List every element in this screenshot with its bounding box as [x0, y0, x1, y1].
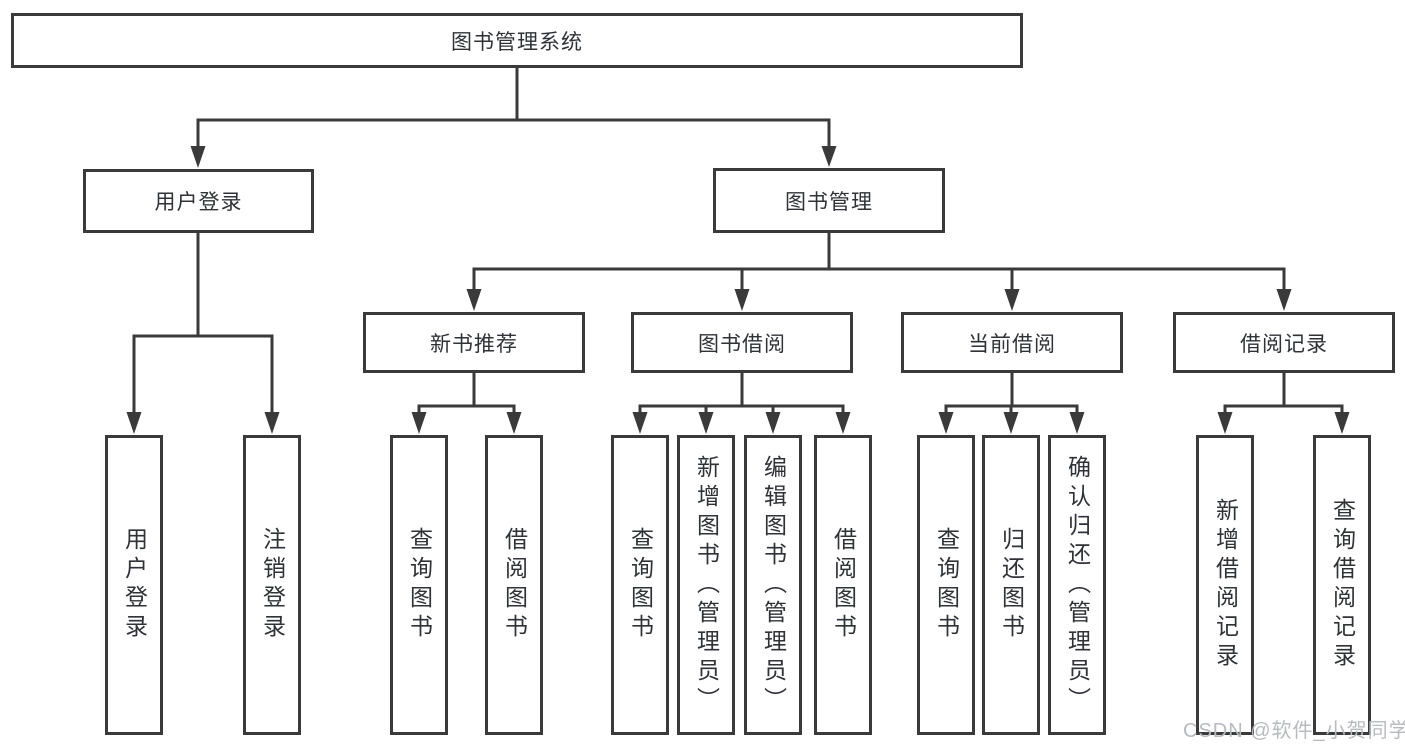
node-new-book-recommendation: 新书推荐 — [363, 312, 585, 373]
connector-records-bus — [1223, 404, 1344, 424]
arrow-down-icon — [126, 412, 142, 434]
node-label: 新书推荐 — [430, 332, 518, 356]
node-label: 查询借阅记录 — [1329, 498, 1356, 672]
watermark-text: CSDN @软件_小贺同学 — [1183, 720, 1405, 742]
node-label: 图书借阅 — [698, 332, 786, 356]
arrow-down-icon — [734, 289, 750, 311]
node-label: 借阅记录 — [1240, 332, 1328, 356]
arrow-down-icon — [835, 412, 851, 434]
connector-login-bus — [132, 334, 274, 424]
node-query-books-borrowing: 查询图书 — [611, 435, 669, 735]
arrow-down-icon — [1069, 412, 1085, 434]
node-return-books: 归还图书 — [982, 435, 1040, 735]
node-query-books-newrec: 查询图书 — [390, 435, 448, 735]
arrow-down-icon — [765, 412, 781, 434]
connector-mgmt-bus — [472, 267, 1286, 300]
node-book-management: 图书管理 — [713, 168, 945, 233]
arrow-down-icon — [411, 412, 427, 434]
connector-borrow-bus — [638, 404, 845, 424]
node-library-management-system: 图书管理系统 — [11, 13, 1023, 68]
node-confirm-return-admin: 确认归还（管理员） — [1048, 435, 1106, 735]
arrow-down-icon — [1217, 412, 1233, 434]
node-label: 确认归还（管理员） — [1064, 454, 1091, 716]
node-label: 图书管理系统 — [451, 30, 583, 54]
node-add-borrow-record: 新增借阅记录 — [1196, 435, 1254, 735]
node-label: 查询图书 — [627, 527, 654, 643]
arrow-down-icon — [190, 146, 206, 168]
node-borrowing-records: 借阅记录 — [1173, 312, 1395, 373]
node-book-borrowing: 图书借阅 — [631, 312, 853, 373]
node-add-books-admin: 新增图书（管理员） — [677, 435, 735, 735]
arrow-down-icon — [1003, 412, 1019, 434]
node-query-books-current: 查询图书 — [917, 435, 975, 735]
node-label: 借阅图书 — [501, 527, 528, 643]
arrow-down-icon — [1004, 289, 1020, 311]
arrow-down-icon — [466, 289, 482, 311]
connector-current-bus — [944, 404, 1079, 424]
arrow-down-icon — [632, 412, 648, 434]
arrow-down-icon — [698, 412, 714, 434]
arrow-down-icon — [1334, 412, 1350, 434]
node-borrow-books-newrec: 借阅图书 — [485, 435, 543, 735]
node-label: 新增图书（管理员） — [693, 454, 720, 716]
node-user-login-leaf: 用户登录 — [105, 435, 163, 735]
node-label: 归还图书 — [998, 527, 1025, 643]
node-borrow-books-borrowing: 借阅图书 — [814, 435, 872, 735]
node-logout-login: 注销登录 — [243, 435, 301, 735]
arrow-down-icon — [1276, 289, 1292, 311]
node-query-borrow-record: 查询借阅记录 — [1313, 435, 1371, 735]
node-label: 用户登录 — [154, 191, 243, 214]
connector-newrec-bus — [417, 404, 516, 424]
arrow-down-icon — [938, 412, 954, 434]
node-edit-books-admin: 编辑图书（管理员） — [744, 435, 802, 735]
node-label: 查询图书 — [406, 527, 433, 643]
node-label: 编辑图书（管理员） — [760, 454, 787, 716]
node-label: 用户登录 — [121, 527, 148, 643]
arrow-down-icon — [821, 146, 837, 167]
node-current-borrowing: 当前借阅 — [901, 312, 1123, 373]
node-label: 注销登录 — [259, 527, 286, 643]
arrow-down-icon — [506, 412, 522, 434]
node-label: 新增借阅记录 — [1212, 498, 1239, 672]
node-label: 借阅图书 — [830, 527, 857, 643]
node-label: 查询图书 — [933, 527, 960, 643]
connector-root-bus — [196, 118, 831, 158]
node-label: 当前借阅 — [968, 332, 1056, 356]
node-user-login: 用户登录 — [83, 169, 314, 233]
node-label: 图书管理 — [785, 190, 873, 214]
arrow-down-icon — [264, 412, 280, 434]
